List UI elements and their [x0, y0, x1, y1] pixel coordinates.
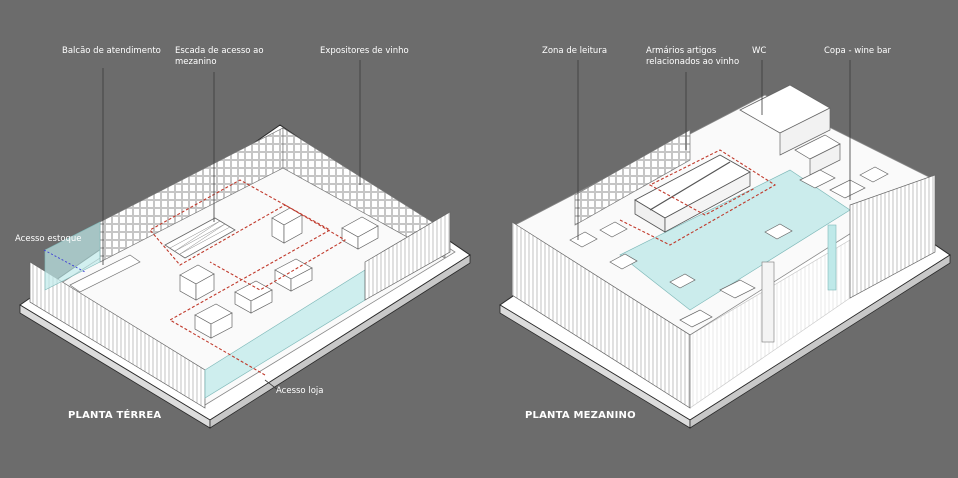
mezzanine-circulation-path: [619, 149, 777, 246]
label-expositores: Expositores de vinho: [320, 46, 409, 56]
label-wc: WC: [752, 46, 767, 56]
mezzanine-furniture: [569, 166, 889, 328]
armarios-wall: [574, 129, 691, 226]
title-planta-terrea: PLANTA TÉRREA: [68, 410, 162, 421]
label-copa: Copa - wine bar: [824, 46, 891, 56]
label-acesso-loja: Acesso loja: [276, 386, 324, 396]
mezzanine-glass-column: [827, 224, 837, 291]
ground-circulation-path: [149, 179, 347, 376]
expositores-wall-right: [282, 127, 446, 259]
mezzanine-model: [499, 60, 951, 429]
wc-block-front: [779, 107, 831, 156]
label-armarios-line2: relacionados ao vinho: [646, 57, 740, 67]
ground-stair-steps: [169, 220, 231, 255]
label-acesso-estoque: Acesso estoque: [15, 234, 82, 244]
label-escada-line1: Escada de acesso ao: [175, 46, 264, 56]
ground-display-units: [179, 207, 379, 339]
facade-left: [29, 261, 206, 409]
label-balcao: Balcão de atendimento: [62, 46, 161, 56]
glass-left: [44, 221, 101, 291]
ground-leader-lines: [102, 60, 361, 391]
mezzanine-slab-edge-right: [689, 254, 951, 429]
title-planta-mezanino: PLANTA MEZANINO: [525, 410, 636, 421]
ground-floor-model: [19, 60, 471, 429]
label-escada-line2: mezanino: [175, 57, 217, 67]
facade-right: [364, 211, 451, 301]
ground-slab-edge-right: [209, 254, 471, 429]
copa-counter-front: [809, 143, 841, 176]
mezzanine-column: [761, 261, 775, 343]
label-armarios-line1: Armários artigos: [646, 46, 717, 56]
mezzanine-stair-opening-front: [664, 171, 751, 233]
mezzanine-leader-lines: [577, 60, 851, 240]
label-zona-leitura: Zona de leitura: [542, 46, 608, 56]
mezzanine-stair-diagonal: [649, 161, 731, 211]
ground-counter: [69, 254, 141, 293]
